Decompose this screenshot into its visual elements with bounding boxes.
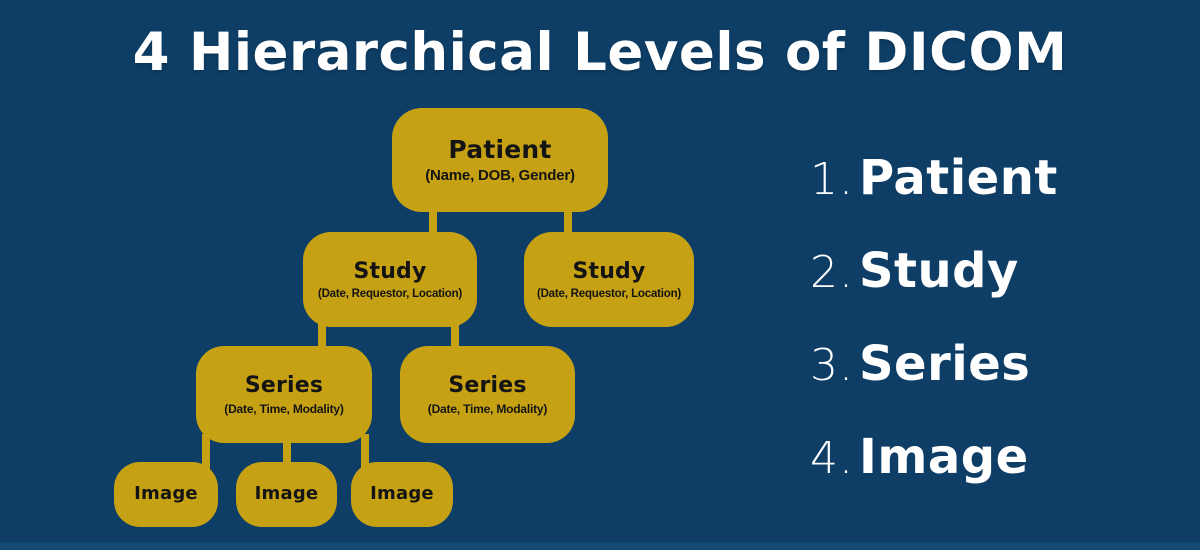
list-item-image-number: 4. <box>810 433 854 484</box>
levels-list: 1. Patient 2. Study 3. Series 4. Image <box>810 150 1058 522</box>
node-patient-label: Patient <box>448 134 552 164</box>
connector-study1-series-1 <box>318 318 326 354</box>
list-item-patient: 1. Patient <box>810 150 1058 206</box>
node-image-3-label: Image <box>370 483 434 505</box>
list-item-patient-number: 1. <box>810 154 854 205</box>
node-image-2: Image <box>236 462 337 527</box>
node-image-1: Image <box>114 462 218 527</box>
connector-patient-study-2 <box>564 200 572 240</box>
connector-series1-image-3 <box>361 434 369 470</box>
connector-patient-study-1 <box>429 200 437 240</box>
node-study-1-sublabel: (Date, Requestor, Location) <box>317 287 463 300</box>
node-study-1-label: Study <box>353 259 427 285</box>
node-series-1-sublabel: (Date, Time, Modality) <box>224 401 344 416</box>
node-series-2-sublabel: (Date, Time, Modality) <box>427 401 548 416</box>
node-patient-sublabel: (Name, DOB, Gender) <box>425 167 575 185</box>
list-item-image: 4. Image <box>810 429 1058 485</box>
node-study-1: Study (Date, Requestor, Location) <box>303 232 477 327</box>
list-item-study-number: 2. <box>810 247 854 298</box>
list-item-series-number: 3. <box>810 340 854 391</box>
list-item-patient-label: Patient <box>858 150 1058 206</box>
node-series-2: Series (Date, Time, Modality) <box>400 346 575 443</box>
footer-strip <box>0 542 1200 550</box>
list-item-image-label: Image <box>858 429 1029 485</box>
node-study-2-sublabel: (Date, Requestor, Location) <box>536 287 682 300</box>
node-series-2-label: Series <box>448 373 527 399</box>
connector-study1-series-2 <box>451 318 459 354</box>
list-item-series-label: Series <box>858 336 1031 392</box>
list-item-study: 2. Study <box>810 243 1058 299</box>
node-study-2: Study (Date, Requestor, Location) <box>524 232 694 327</box>
list-item-study-label: Study <box>858 243 1019 299</box>
list-item-series: 3. Series <box>810 336 1058 392</box>
node-study-2-label: Study <box>572 259 646 285</box>
node-series-1-label: Series <box>244 373 324 399</box>
node-series-1: Series (Date, Time, Modality) <box>196 346 372 443</box>
node-patient: Patient (Name, DOB, Gender) <box>392 108 608 212</box>
page-title: 4 Hierarchical Levels of DICOM <box>132 22 1068 83</box>
connector-series1-image-2 <box>283 434 291 470</box>
connector-series1-image-1 <box>202 434 210 470</box>
node-image-1-label: Image <box>134 483 198 505</box>
node-image-2-label: Image <box>254 483 319 505</box>
node-image-3: Image <box>351 462 453 527</box>
